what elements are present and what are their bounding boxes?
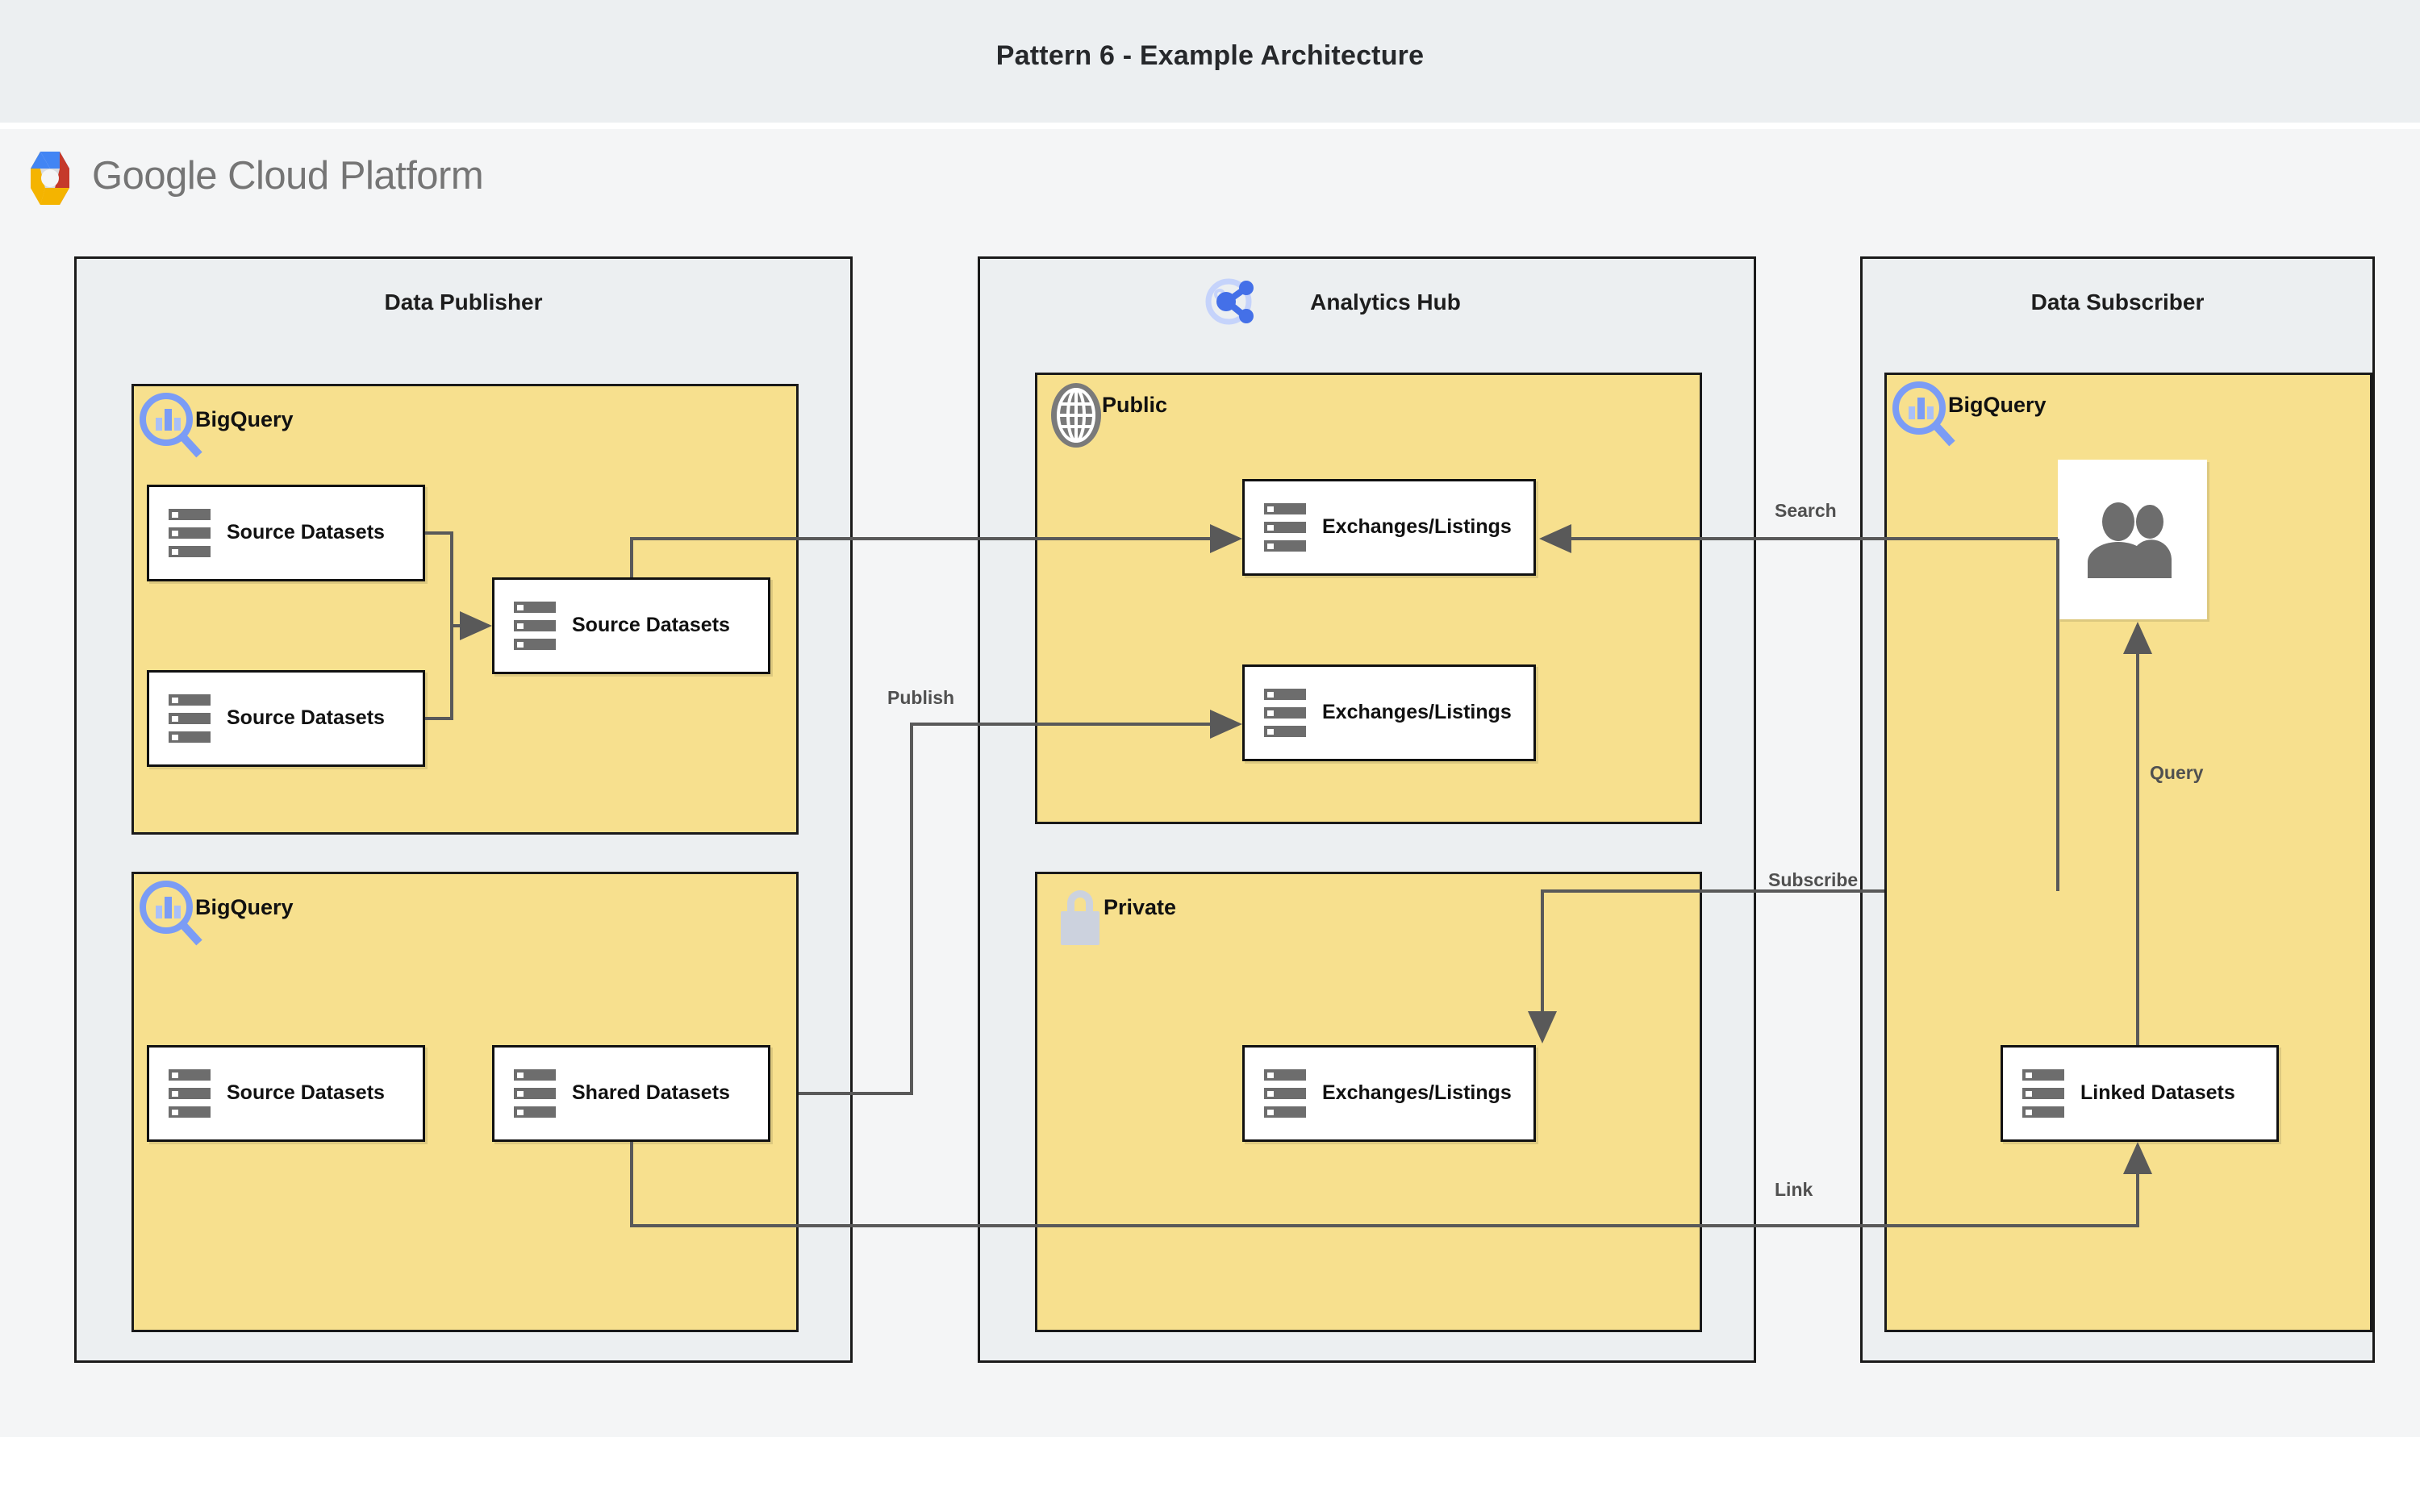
dataset-stack-icon xyxy=(169,509,211,557)
dataset-stack-icon xyxy=(514,602,556,650)
node-source-datasets-2[interactable]: Source Datasets xyxy=(147,670,425,767)
node-label: Source Datasets xyxy=(227,706,385,730)
page-title: Pattern 6 - Example Architecture xyxy=(995,40,1425,71)
group-title-analytics-hub: Analytics Hub xyxy=(1310,289,1461,314)
edge-label-link: Link xyxy=(1775,1179,1813,1200)
node-label: Source Datasets xyxy=(227,521,385,544)
edge-label-search: Search xyxy=(1775,500,1837,521)
node-source-datasets-1[interactable]: Source Datasets xyxy=(147,485,425,581)
node-label: Source Datasets xyxy=(572,614,730,637)
node-exchanges-listings-public-1[interactable]: Exchanges/Listings xyxy=(1242,479,1536,576)
group-title-data-publisher: Data Publisher xyxy=(384,289,543,314)
node-linked-datasets[interactable]: Linked Datasets xyxy=(2001,1045,2279,1142)
zone-label-subscriber-bigquery: BigQuery xyxy=(1948,393,2047,417)
node-label: Linked Datasets xyxy=(2080,1081,2235,1105)
node-exchanges-listings-public-2[interactable]: Exchanges/Listings xyxy=(1242,664,1536,761)
dataset-stack-icon xyxy=(169,1069,211,1118)
node-shared-datasets[interactable]: Shared Datasets xyxy=(492,1045,770,1142)
users-icon xyxy=(2087,502,2172,578)
node-label: Shared Datasets xyxy=(572,1081,730,1105)
globe-icon xyxy=(1051,383,1101,448)
node-subscriber-users[interactable] xyxy=(2058,460,2207,619)
dataset-stack-icon xyxy=(1264,1069,1306,1118)
node-label: Exchanges/Listings xyxy=(1322,515,1512,539)
title-band: Pattern 6 - Example Architecture xyxy=(0,0,2420,123)
edge-label-subscribe: Subscribe xyxy=(1768,869,1859,890)
zone-label-private: Private xyxy=(1104,895,1177,919)
gcp-logo: Google Cloud Platform xyxy=(23,147,484,210)
edge-label-query: Query xyxy=(2150,762,2204,783)
zone-label-bigquery-top: BigQuery xyxy=(195,407,294,431)
dataset-stack-icon xyxy=(1264,503,1306,552)
dataset-stack-icon xyxy=(1264,689,1306,737)
gcp-hexagon-logo-icon xyxy=(31,152,69,205)
group-title-data-subscriber: Data Subscriber xyxy=(2030,289,2205,314)
analytics-hub-share-icon xyxy=(1205,278,1254,325)
edge-label-publish: Publish xyxy=(887,687,955,708)
gcp-wordmark: Google Cloud Platform xyxy=(92,154,484,198)
node-label: Source Datasets xyxy=(227,1081,385,1105)
dataset-stack-icon xyxy=(2022,1069,2064,1118)
bigquery-magnifier-icon xyxy=(140,393,202,458)
bigquery-magnifier-icon xyxy=(1892,381,1955,447)
node-label: Exchanges/Listings xyxy=(1322,701,1512,724)
zone-label-public: Public xyxy=(1102,393,1168,417)
bigquery-magnifier-icon xyxy=(140,881,202,946)
node-source-datasets-4[interactable]: Source Datasets xyxy=(147,1045,425,1142)
dataset-stack-icon xyxy=(514,1069,556,1118)
node-source-datasets-3[interactable]: Source Datasets xyxy=(492,577,770,674)
zone-label-bigquery-bottom: BigQuery xyxy=(195,895,294,919)
dataset-stack-icon xyxy=(169,694,211,743)
lock-icon xyxy=(1061,890,1099,945)
node-exchanges-listings-private[interactable]: Exchanges/Listings xyxy=(1242,1045,1536,1142)
node-label: Exchanges/Listings xyxy=(1322,1081,1512,1105)
